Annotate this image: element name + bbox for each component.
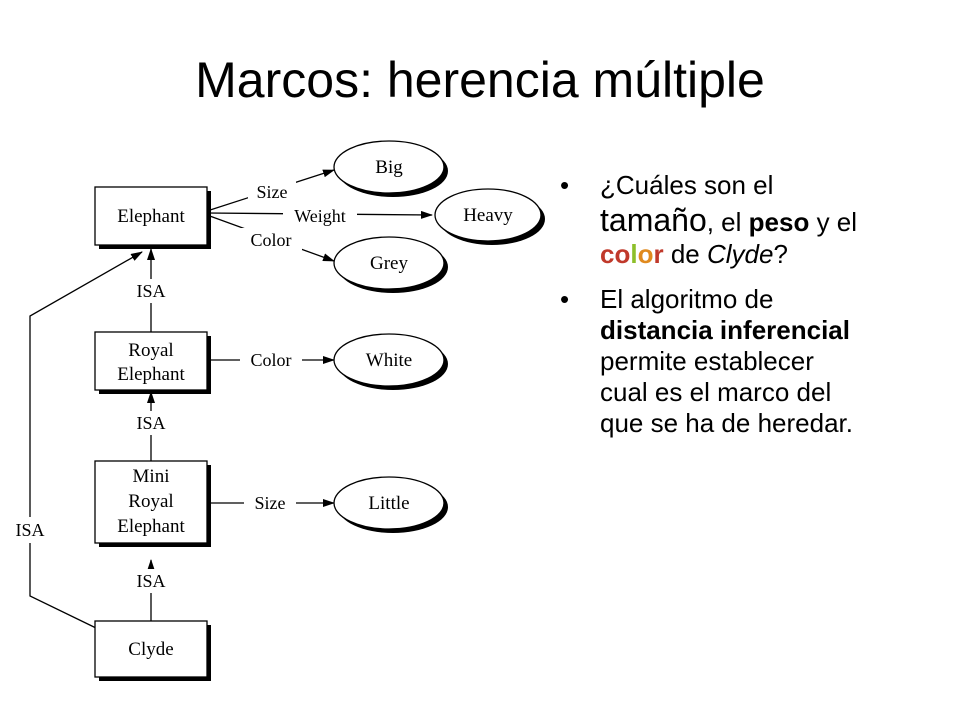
word-peso: peso xyxy=(748,206,810,237)
bullet-text: El algoritmo de xyxy=(600,283,774,314)
weight-label-elephant: Weight xyxy=(294,206,346,226)
word-tamano: tamaño xyxy=(600,201,707,238)
size-label-elephant: Size xyxy=(257,182,288,202)
frame-mini-royal-elephant: Mini Royal Elephant xyxy=(94,460,211,547)
value-white: White xyxy=(333,333,448,390)
value-heavy: Heavy xyxy=(434,188,545,245)
svg-text:Heavy: Heavy xyxy=(463,205,513,226)
isa-label-2: ISA xyxy=(136,413,165,433)
bullet-text: y el xyxy=(809,206,858,237)
word-color: color xyxy=(600,239,664,270)
color-label-elephant: Color xyxy=(250,230,291,250)
bullet-algorithm: • El algoritmo de distancia inferencial … xyxy=(560,284,860,439)
slide-title: Marcos: herencia múltiple xyxy=(195,52,765,108)
bullet-dot: • xyxy=(560,170,570,200)
bullet-dot: • xyxy=(560,283,570,314)
isa-label-3: ISA xyxy=(136,571,165,591)
bullet-text: ¿Cuáles son el xyxy=(600,170,774,200)
bullet-text: permite establecer cual es el marco del … xyxy=(600,345,853,438)
word-clyde: Clyde xyxy=(706,239,774,270)
isa-line-clyde-to-elephant xyxy=(29,251,143,629)
frame-clyde: Clyde xyxy=(94,620,211,681)
svg-text:Royal: Royal xyxy=(128,340,173,361)
svg-text:White: White xyxy=(366,350,412,371)
term-distancia-inferencial: distancia inferencial xyxy=(600,314,850,345)
value-little: Little xyxy=(333,476,448,533)
svg-text:Elephant: Elephant xyxy=(117,206,185,227)
isa-label-1: ISA xyxy=(136,281,165,301)
svg-text:Mini: Mini xyxy=(133,466,170,487)
svg-text:Clyde: Clyde xyxy=(128,639,173,660)
value-grey: Grey xyxy=(333,236,448,293)
bullet-text: ? xyxy=(773,239,788,270)
bullet-list: • ¿Cuáles son el tamaño, el peso y el co… xyxy=(560,170,860,453)
bullet-text: , el xyxy=(706,206,749,237)
frame-inheritance-diagram: ISA ISA ISA ISA Size Weight Color Color … xyxy=(15,140,545,681)
isa-label-4: ISA xyxy=(15,520,44,540)
svg-text:Big: Big xyxy=(375,157,403,178)
value-big: Big xyxy=(333,140,448,197)
svg-text:Royal: Royal xyxy=(128,491,173,512)
color-label-royal: Color xyxy=(250,350,291,370)
svg-text:Elephant: Elephant xyxy=(117,516,185,537)
frame-elephant: Elephant xyxy=(94,186,211,249)
svg-text:Grey: Grey xyxy=(370,253,408,274)
svg-text:Elephant: Elephant xyxy=(117,364,185,385)
svg-text:Little: Little xyxy=(368,493,409,514)
size-label-mini: Size xyxy=(255,493,286,513)
frame-royal-elephant: Royal Elephant xyxy=(94,331,211,394)
bullet-text: de xyxy=(663,239,707,270)
bullet-question: • ¿Cuáles son el tamaño, el peso y el co… xyxy=(560,170,860,270)
